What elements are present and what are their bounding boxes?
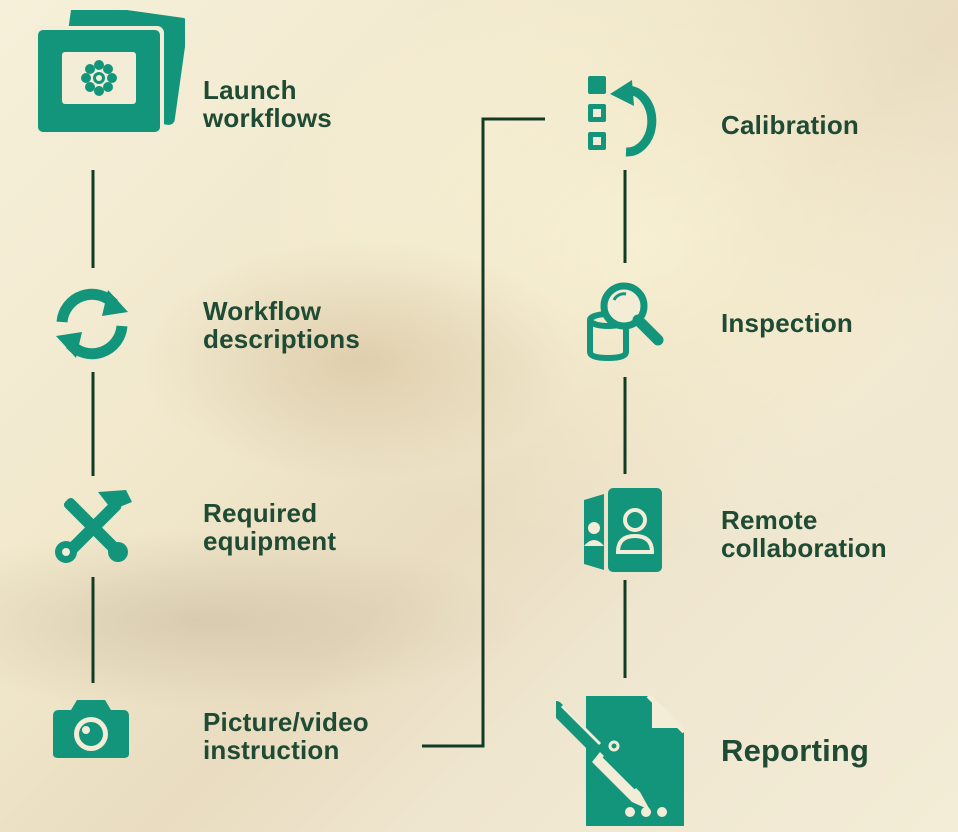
checklist-rotate-icon: [588, 76, 657, 157]
step-label-inspection: Inspection: [721, 308, 854, 338]
step-label-calibration: Calibration: [721, 110, 859, 140]
photo-gallery-icon: [34, 10, 185, 136]
hammer-wrench-tools-icon: [55, 490, 132, 563]
contact-book-icon: [584, 488, 662, 572]
camera-icon: [53, 700, 129, 758]
database-search-icon: [587, 282, 664, 362]
step-label-workflow-descriptions: Workflow descriptions: [203, 296, 360, 354]
connector-4-5: [422, 117, 545, 748]
refresh-cycle-icon: [56, 288, 128, 360]
step-label-remote-collaboration: Remote collaboration: [721, 505, 887, 563]
step-label-picture-video-instruction: Picture/video instruction: [203, 707, 369, 765]
step-label-launch-workflows: Launch workflows: [203, 75, 332, 133]
step-label-required-equipment: Required equipment: [203, 498, 337, 556]
step-label-reporting: Reporting: [721, 733, 870, 768]
document-pen-icon: [556, 694, 686, 826]
